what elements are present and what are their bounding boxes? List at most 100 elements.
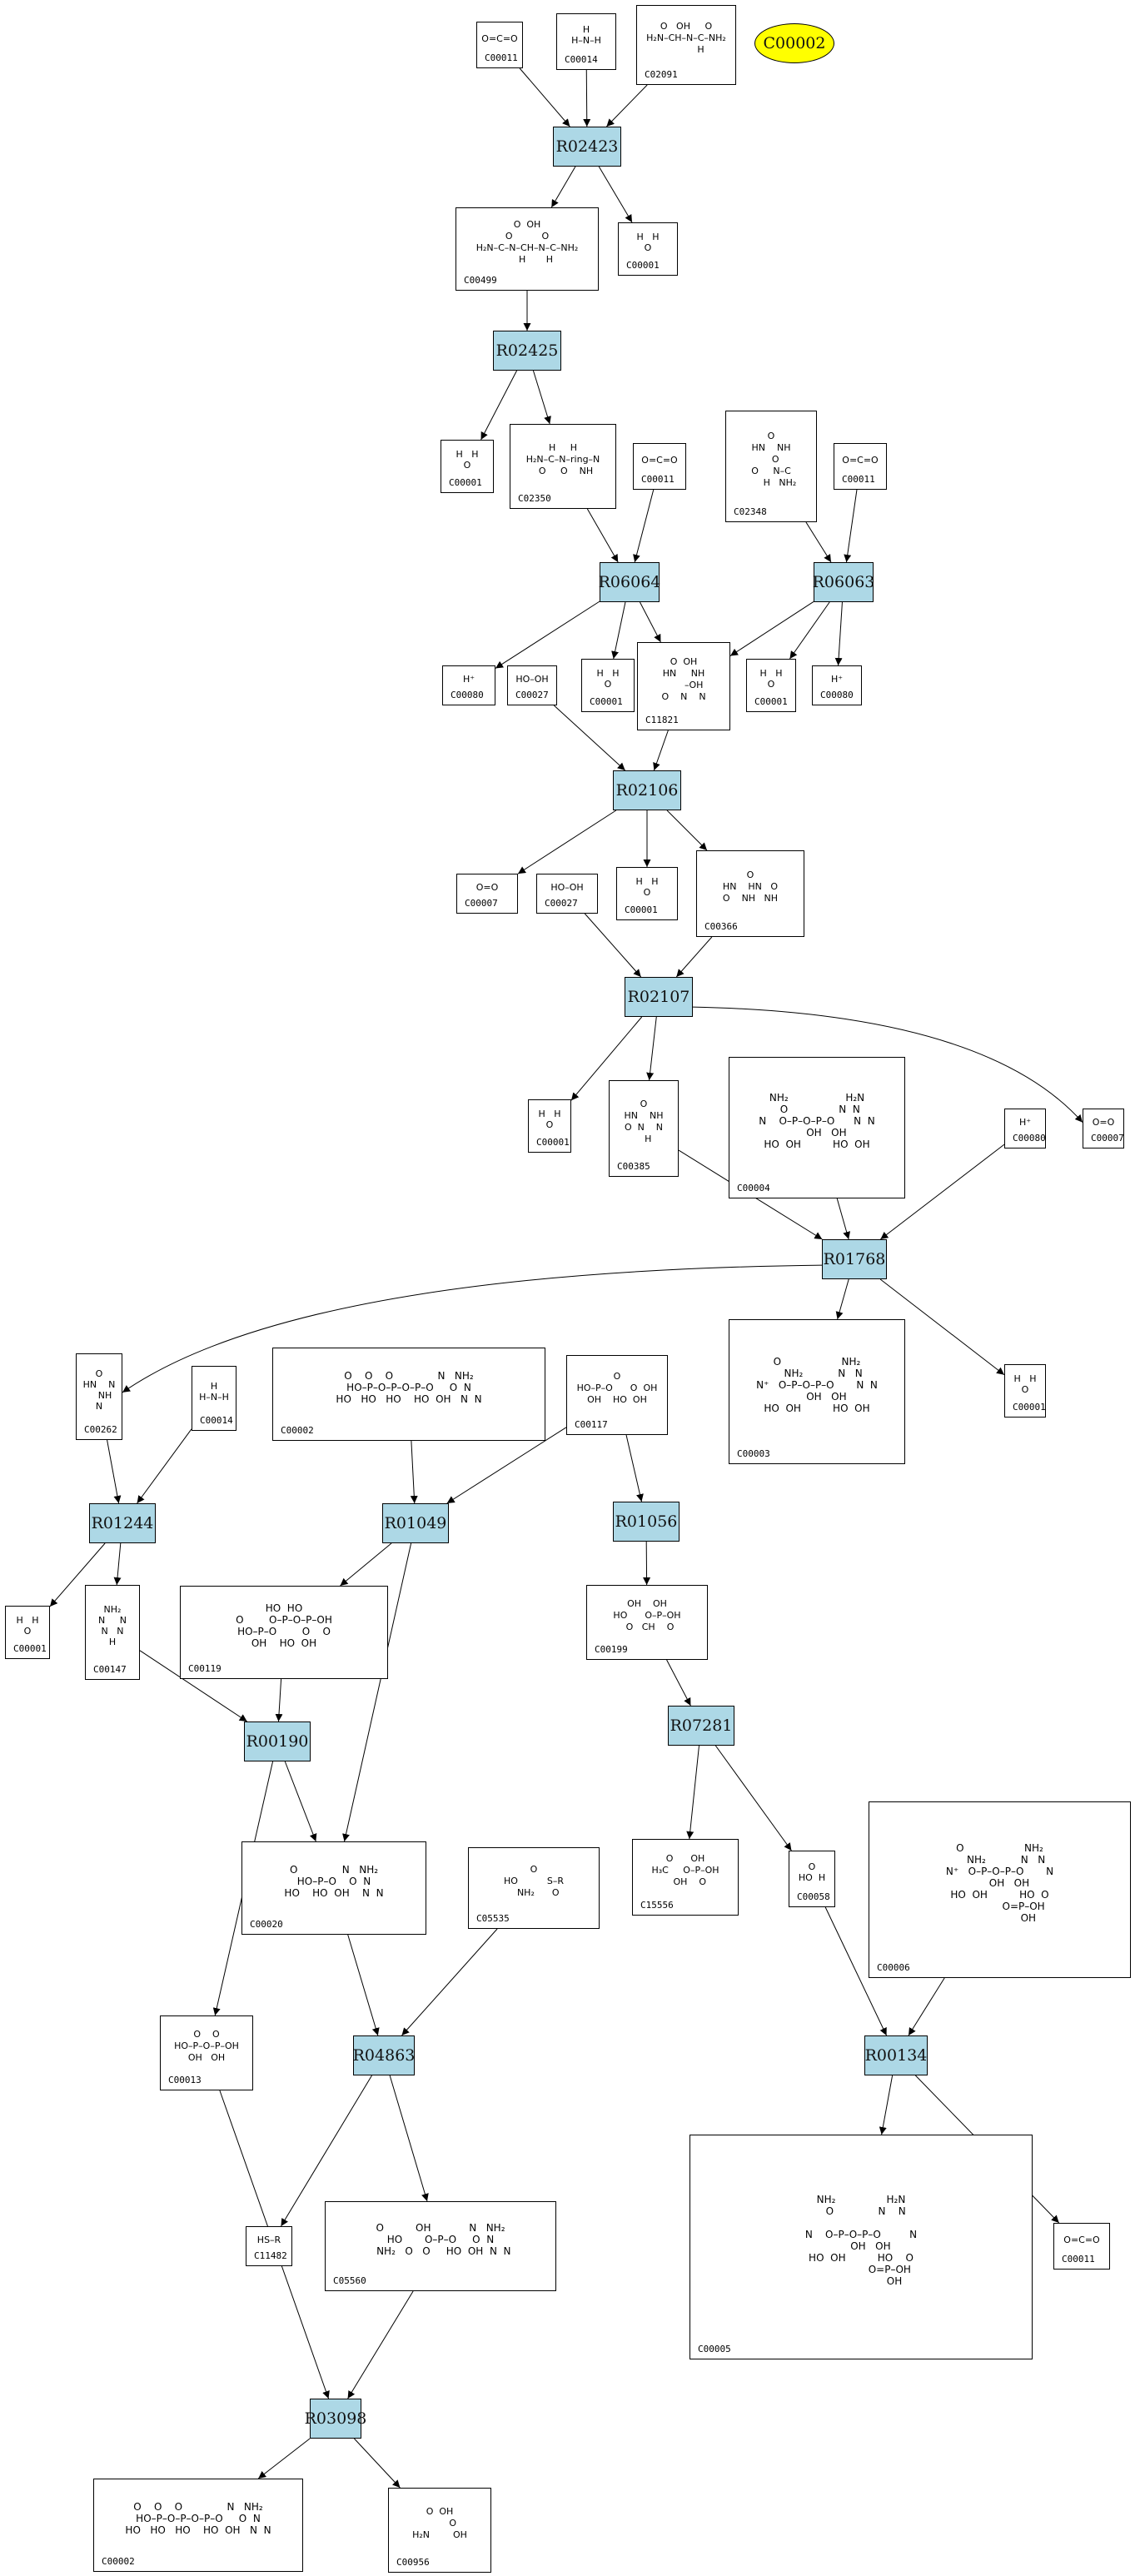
reaction-r04863[interactable]: R04863: [353, 2035, 415, 2075]
compound-c00002[interactable]: O O O N NH₂ HO–P–O–P–O–P–O O N HO HO HO …: [93, 2479, 303, 2572]
structure-drawing: H H–N–H: [199, 1381, 229, 1403]
compound-c00004[interactable]: NH₂ H₂N O N N N O–P–O–P–O N N OH OH HO O…: [729, 1057, 905, 1198]
structure-drawing: O OH O O H₂N–C–N–CH–N–C–NH₂ H H: [475, 219, 579, 265]
reaction-r06063[interactable]: R06063: [813, 562, 874, 602]
reaction-r03098[interactable]: R03098: [305, 2399, 366, 2439]
structure-drawing: H H O: [636, 232, 660, 253]
compound-id-label: C00014: [565, 54, 598, 65]
structure-drawing: OH OH HO O–P–OH O CH O: [613, 1598, 681, 1632]
structure-drawing: O=O: [475, 881, 499, 893]
compound-id-label: C11821: [645, 715, 679, 725]
compound-id-label: C00262: [84, 1424, 117, 1435]
structure-drawing: H H O: [538, 1109, 561, 1130]
reaction-r00190[interactable]: R00190: [244, 1721, 311, 1761]
compound-c00080[interactable]: H⁺C00080: [442, 665, 495, 705]
compound-id-label: C00499: [464, 275, 497, 286]
compound-id-label: C00027: [545, 898, 578, 909]
compound-c00001[interactable]: H H O C00001: [528, 1099, 571, 1153]
compound-id-label: C00001: [536, 1137, 570, 1148]
compound-id-label: C05535: [476, 1913, 510, 1924]
compound-c00006[interactable]: O NH₂ NH₂ N N N⁺ O–P–O–P–O N OH OH HO OH…: [869, 1801, 1131, 1978]
reaction-r01768[interactable]: R01768: [822, 1239, 887, 1279]
edge-c05535-to-R04863: [401, 1928, 498, 2036]
edge-R02425-to-c02350: [532, 370, 551, 425]
edge-R02107-to-c00001_f: [570, 1016, 643, 1101]
edge-R01768-to-c00262: [122, 1264, 823, 1393]
structure-drawing: H H O: [1013, 1373, 1037, 1395]
compound-c00002[interactable]: O O O N NH₂ HO–P–O–P–O–P–O O N HO HO HO …: [272, 1348, 545, 1441]
compound-c00499[interactable]: O OH O O H₂N–C–N–CH–N–C–NH₂ H H C00499: [456, 207, 599, 291]
compound-c00080[interactable]: H⁺C00080: [812, 665, 862, 705]
edge-c00002_a-to-R01049: [410, 1440, 418, 1504]
edge-R01049-to-c00119: [340, 1542, 392, 1587]
edge-c00117-to-R01049: [446, 1427, 567, 1504]
structure-drawing: HO HO O O–P–O–P–OH HO–P–O O O OH HO OH: [236, 1602, 332, 1649]
compound-c00080[interactable]: H⁺C00080: [1004, 1109, 1046, 1148]
compound-c00005[interactable]: NH₂ H₂N O N N N O–P–O–P–O N OH OH HO OH …: [689, 2135, 1033, 2359]
structure-drawing: O HN NH O O N–C H NH₂: [751, 431, 797, 488]
compound-id-label: C11482: [254, 2250, 287, 2261]
compound-c00003[interactable]: O NH₂ NH₂ N N N⁺ O–P–O–P–O N N OH OH HO …: [729, 1319, 905, 1464]
structure-drawing: O=C=O: [842, 454, 879, 466]
reaction-r02425[interactable]: R02425: [493, 331, 561, 371]
reaction-r02423[interactable]: R02423: [553, 127, 621, 167]
reaction-r02107[interactable]: R02107: [625, 977, 693, 1017]
reaction-r06064[interactable]: R06064: [599, 562, 660, 602]
reaction-r00134[interactable]: R00134: [864, 2035, 928, 2075]
compound-id-label: C00011: [485, 52, 518, 63]
edge-c00080_c-to-R01768: [880, 1144, 1005, 1240]
reaction-r07281[interactable]: R07281: [668, 1706, 734, 1746]
edge-c00006-to-R00134: [908, 1977, 945, 2036]
structure-drawing: HS–R: [256, 2234, 281, 2245]
reaction-r01056[interactable]: R01056: [613, 1502, 680, 1542]
compound-id-label: C05560: [333, 2275, 366, 2286]
edge-R06063-to-c00001_d: [789, 601, 830, 660]
compound-id-label: C00003: [737, 1448, 770, 1459]
compound-id-label: C00080: [820, 690, 854, 700]
highlight-compound-c00002[interactable]: C00002: [754, 23, 834, 63]
reaction-r02106[interactable]: R02106: [613, 770, 681, 810]
structure-drawing: NH₂ N N N N H: [98, 1604, 127, 1647]
edge-R01768-to-c00003: [835, 1278, 849, 1320]
reaction-r01244[interactable]: R01244: [89, 1503, 156, 1543]
compound-c05560[interactable]: O OH N NH₂ HO O–P–O O N NH₂ O O HO OH N …: [325, 2201, 556, 2291]
reaction-r01049[interactable]: R01049: [382, 1503, 449, 1543]
compound-c11482[interactable]: HS–R C11482: [246, 2226, 292, 2266]
